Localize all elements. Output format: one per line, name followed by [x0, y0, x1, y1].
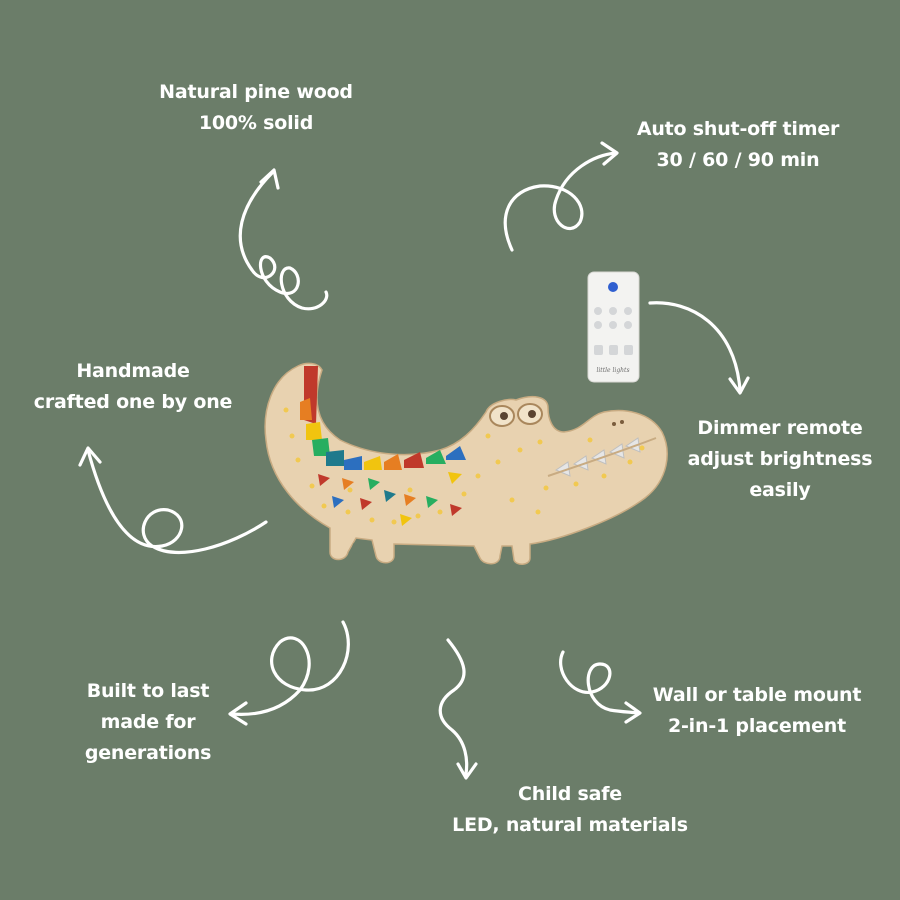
crocodile-lamp-icon — [264, 362, 668, 565]
feature-dimmer: Dimmer remote adjust brightness easily — [680, 413, 880, 506]
curly-arrow-icon — [648, 301, 750, 395]
curly-arrow-icon — [238, 168, 329, 311]
curly-arrow-icon — [228, 620, 350, 726]
feature-handmade: Handmade crafted one by one — [30, 356, 236, 418]
feature-built-line-1: Built to last — [86, 680, 210, 702]
feature-timer-line-1: Auto shut-off timer — [636, 118, 840, 140]
feature-wood-line-1: Natural pine wood — [159, 81, 353, 103]
feature-handmade-line-2: crafted one by one — [33, 391, 233, 413]
feature-built-line-3: generations — [84, 742, 212, 764]
feature-dimmer-line-3: easily — [749, 479, 811, 501]
feature-handmade-line-1: Handmade — [76, 360, 190, 382]
curly-arrow-icon — [438, 638, 478, 780]
feature-built: Built to last made for generations — [76, 676, 220, 769]
feature-wood-line-2: 100% solid — [198, 112, 314, 134]
feature-dimmer-line-1: Dimmer remote — [697, 417, 863, 439]
remote-control-icon: little lights — [587, 271, 640, 383]
remote-brand-text: little lights — [596, 367, 629, 374]
feature-timer-line-2: 30 / 60 / 90 min — [656, 149, 820, 171]
feature-mount: Wall or table mount 2-in-1 placement — [647, 680, 867, 742]
curly-arrow-icon — [78, 446, 268, 554]
feature-mount-line-1: Wall or table mount — [652, 684, 862, 706]
feature-wood: Natural pine wood 100% solid — [155, 77, 357, 139]
feature-safe-line-1: Child safe — [518, 783, 622, 805]
feature-safe: Child safe LED, natural materials — [447, 779, 693, 841]
feature-dimmer-line-2: adjust brightness — [687, 448, 873, 470]
curly-arrow-icon — [559, 650, 642, 724]
feature-safe-line-2: LED, natural materials — [452, 814, 688, 836]
feature-timer: Auto shut-off timer 30 / 60 / 90 min — [629, 114, 847, 176]
feature-built-line-2: made for — [100, 711, 196, 733]
feature-mount-line-2: 2-in-1 placement — [667, 715, 847, 737]
curly-arrow-icon — [503, 141, 619, 252]
